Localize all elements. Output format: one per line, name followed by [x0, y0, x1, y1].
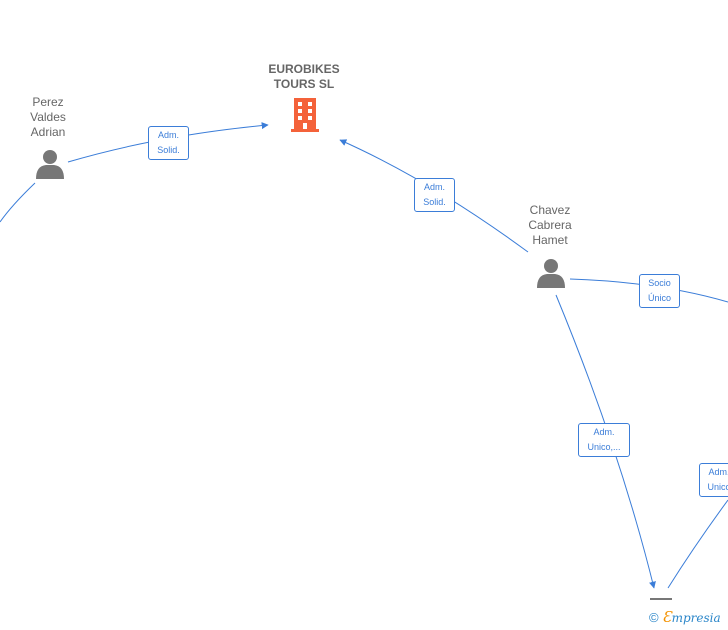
person-name-chavez[interactable]: Chavez Cabrera Hamet [528, 203, 572, 247]
edge-right-bottom [667, 499, 728, 589]
building-icon[interactable] [291, 98, 319, 132]
relation-label-chavez-eurobikes[interactable]: Adm. Solid. [414, 178, 455, 212]
empresia-logo: © Ɛmpresia [649, 608, 721, 626]
person-icon-perez[interactable] [36, 150, 64, 179]
relation-label-perez-eurobikes[interactable]: Adm. Solid. [148, 126, 189, 160]
relation-label-chavez-right[interactable]: Socio Único [639, 274, 680, 308]
person-name-perez[interactable]: Perez Valdes Adrian [30, 95, 66, 139]
relation-label-chavez-bottom[interactable]: Adm. Unico,... [578, 423, 630, 457]
brand-e: Ɛ [662, 608, 672, 626]
copyright-symbol: © [649, 610, 659, 625]
company-name[interactable]: EUROBIKES TOURS SL [268, 62, 340, 91]
person-icon-chavez[interactable] [537, 259, 565, 288]
relation-label-right-bottom[interactable]: Adm. Unico [699, 463, 728, 497]
brand-text: mpresia [671, 611, 721, 625]
edge-perez-offscreen [0, 182, 36, 223]
